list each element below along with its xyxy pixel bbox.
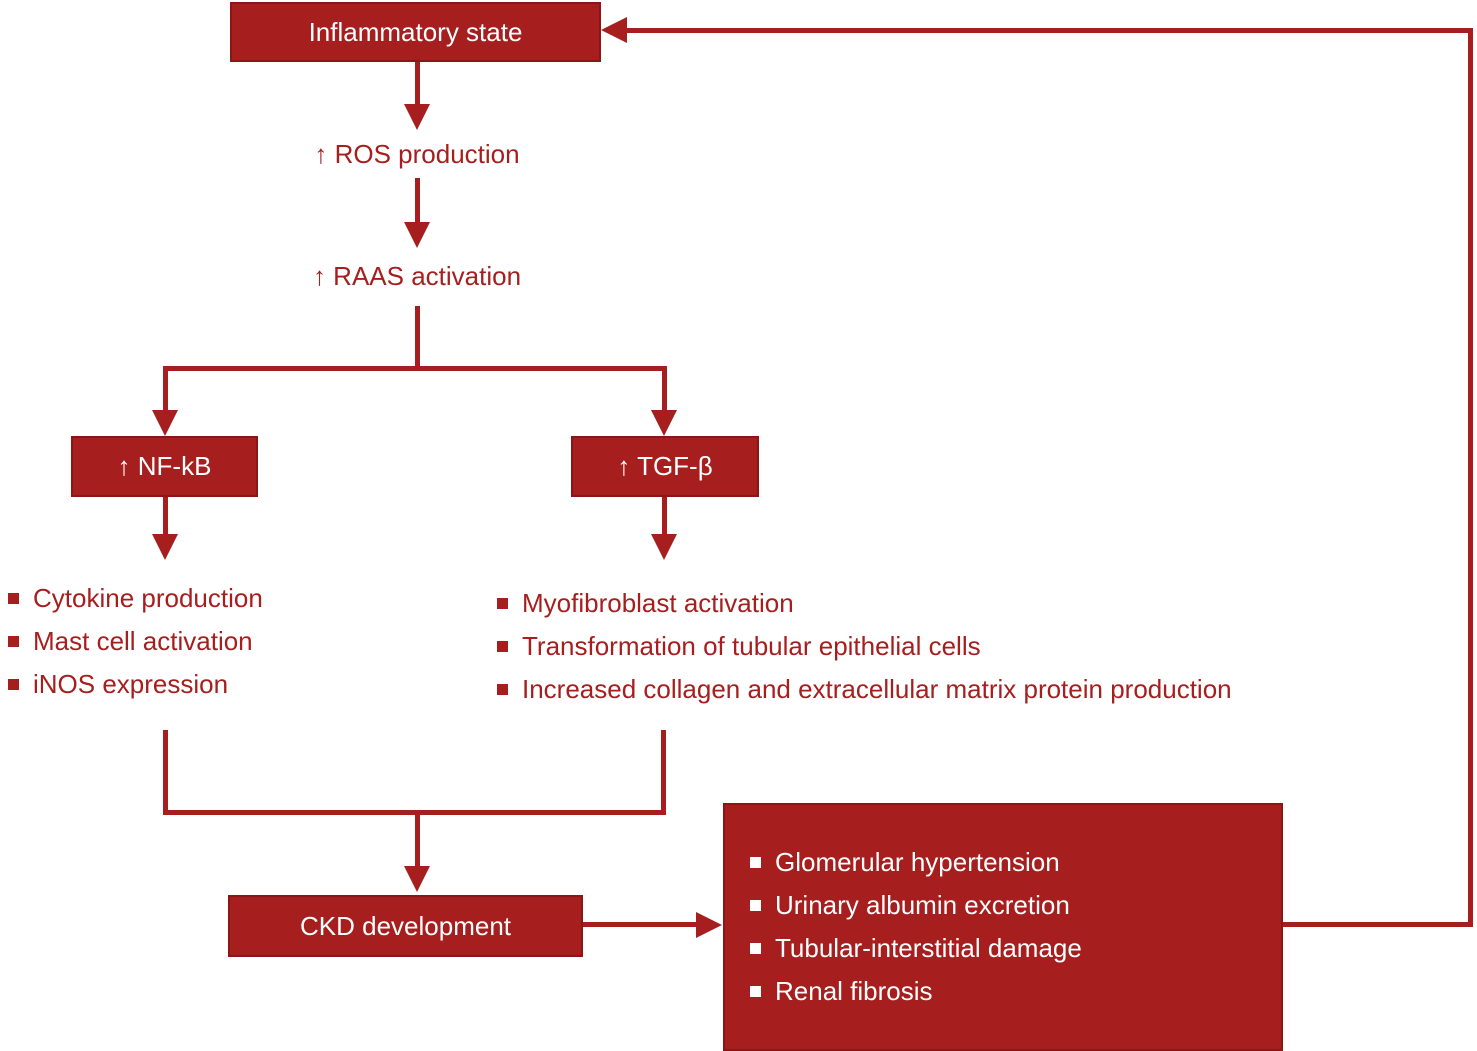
bullet-square-icon [497,641,508,652]
arrow-converge-to-ckd-stem [415,815,420,867]
node-inflammatory-state: Inflammatory state [230,2,601,62]
branch-connector-left-drop [163,366,168,412]
arrow-nfkb-to-effects-stem [163,497,168,535]
list-item: Cytokine production [8,577,263,620]
node-tgfb: ↑ TGF-β [571,436,759,497]
list-item-text: Mast cell activation [33,626,253,656]
arrowhead-right-icon [696,912,722,938]
bullet-square-icon [750,986,761,997]
arrowhead-down-icon [152,534,178,560]
bullet-square-icon [497,598,508,609]
list-item-text: Glomerular hypertension [775,847,1060,877]
list-item: Urinary albumin excretion [750,884,1082,927]
list-item-text: Renal fibrosis [775,976,933,1006]
branch-connector-horizontal [163,366,667,371]
node-nfkb: ↑ NF-kB [71,436,258,497]
list-item: Mast cell activation [8,620,263,663]
arrowhead-down-icon [404,222,430,248]
bullet-square-icon [750,900,761,911]
arrowhead-down-icon [651,534,677,560]
feedback-line-right [1468,28,1473,927]
bullet-square-icon [8,593,19,604]
feedback-line-bottom [1283,922,1473,927]
list-item: iNOS expression [8,663,263,706]
converge-connector-right-drop [661,730,666,815]
arrowhead-down-icon [651,410,677,436]
list-item-text: Urinary albumin excretion [775,890,1070,920]
list-item-text: Increased collagen and extracellular mat… [522,674,1232,704]
list-item: Myofibroblast activation [497,582,1232,625]
list-item-text: Cytokine production [33,583,263,613]
bullet-square-icon [497,684,508,695]
list-item: Glomerular hypertension [750,841,1082,884]
list-item: Renal fibrosis [750,970,1082,1013]
node-tgfb-label: ↑ TGF-β [617,451,713,481]
arrowhead-down-icon [152,410,178,436]
arrowhead-down-icon [404,866,430,892]
list-item: Transformation of tubular epithelial cel… [497,625,1232,668]
arrow-ckd-to-outcomes-stem [583,922,697,927]
feedback-line-top [625,28,1473,33]
node-nfkb-label: ↑ NF-kB [117,451,212,481]
arrow-tgfb-to-effects-stem [662,497,667,535]
node-ckd-development-label: CKD development [300,910,511,941]
list-item-text: Transformation of tubular epithelial cel… [522,631,981,661]
arrowhead-down-icon [404,104,430,130]
arrowhead-left-icon [601,17,627,43]
flow-label-ros-production: ↑ ROS production [314,139,520,169]
node-inflammatory-state-label: Inflammatory state [308,16,523,47]
bullet-square-icon [750,857,761,868]
arrow-ros-to-raas-stem [415,178,420,224]
list-item-text: Myofibroblast activation [522,588,794,618]
bullet-square-icon [750,943,761,954]
flow-label-raas-activation: ↑ RAAS activation [312,261,522,291]
converge-connector-horizontal [163,810,666,815]
arrow-inflammatory-to-ros-stem [415,62,420,106]
converge-connector-left-drop [163,730,168,815]
tgfb-effects-list: Myofibroblast activation Transformation … [497,582,1232,711]
branch-connector-stem [415,306,420,370]
list-item-text: Tubular-interstitial damage [775,933,1082,963]
list-item-text: iNOS expression [33,669,229,699]
ckd-outcomes-list: Glomerular hypertension Urinary albumin … [750,841,1082,1013]
nfkb-effects-list: Cytokine production Mast cell activation… [8,577,263,706]
bullet-square-icon [8,679,19,690]
node-ckd-development: CKD development [228,895,583,957]
branch-connector-right-drop [662,366,667,412]
node-ckd-outcomes: Glomerular hypertension Urinary albumin … [723,803,1283,1051]
bullet-square-icon [8,636,19,647]
list-item: Increased collagen and extracellular mat… [497,668,1232,711]
list-item: Tubular-interstitial damage [750,927,1082,970]
